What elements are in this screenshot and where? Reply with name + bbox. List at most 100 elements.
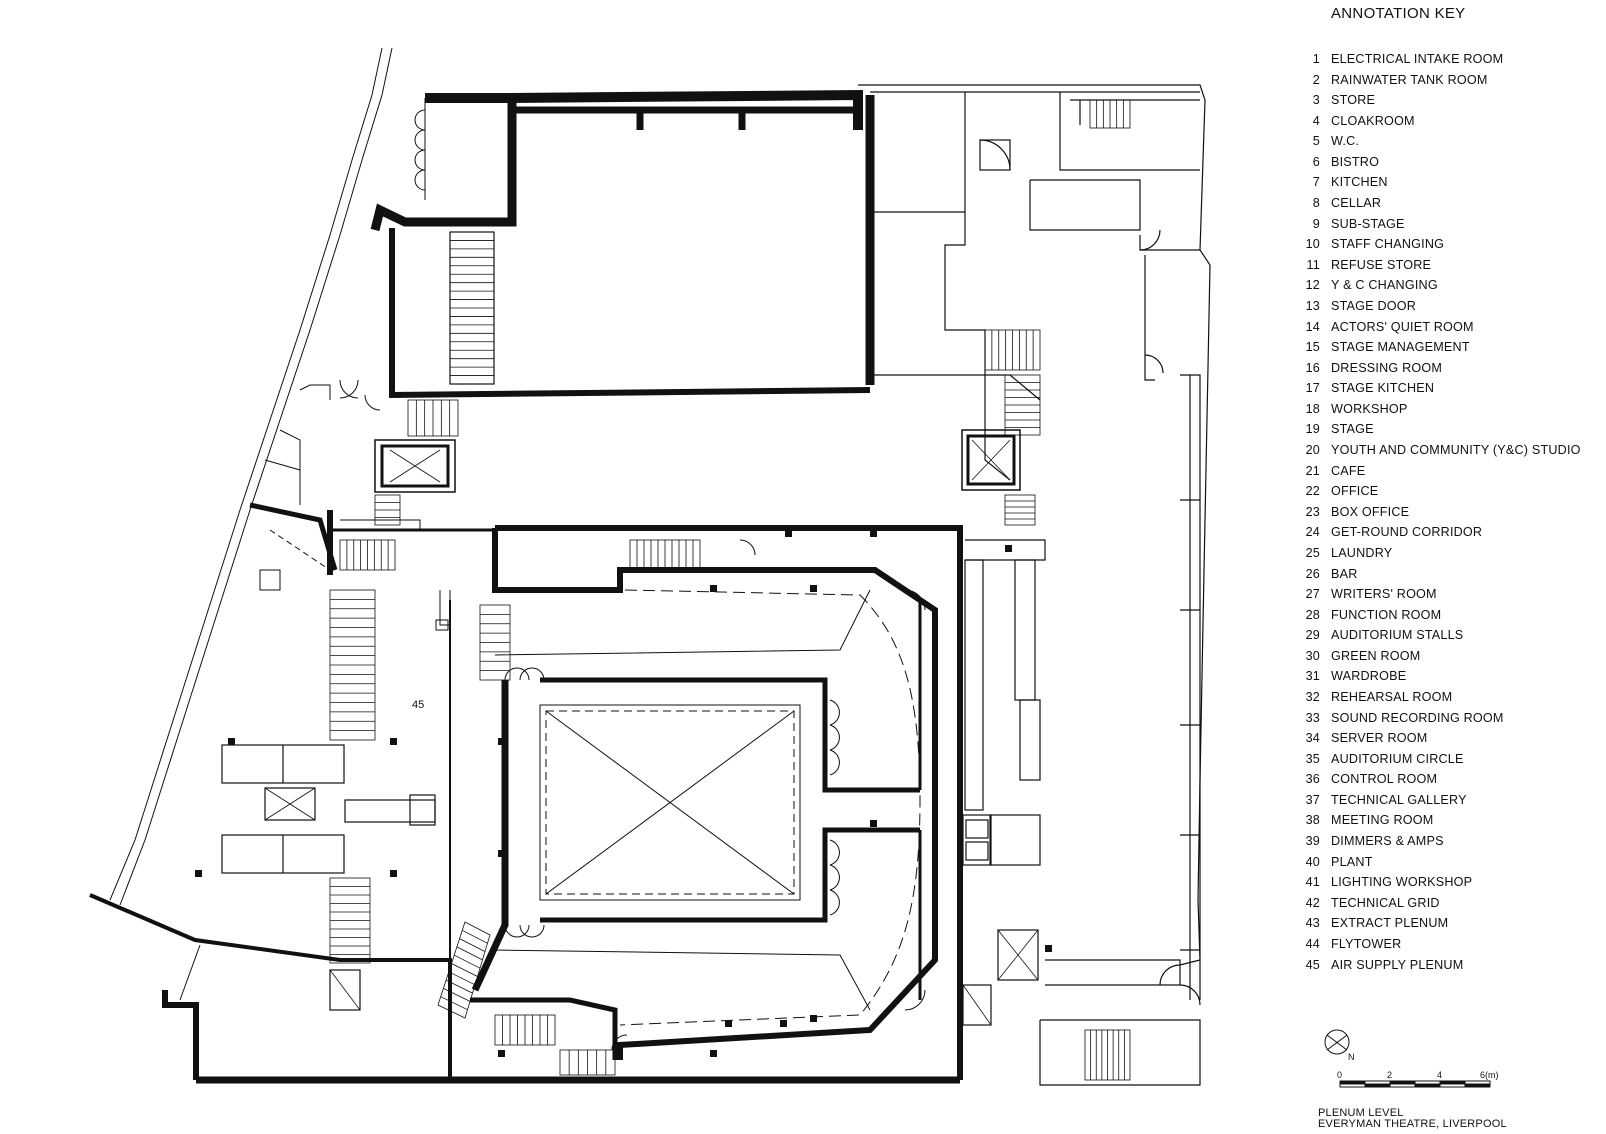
key-item-label: DIMMERS & AMPS	[1331, 834, 1444, 849]
key-item-number: 12	[1305, 278, 1320, 293]
key-item-number: 31	[1305, 669, 1320, 684]
auditorium-doors	[504, 539, 926, 1051]
key-item-label: TECHNICAL GALLERY	[1331, 792, 1467, 807]
key-item-number: 20	[1305, 443, 1320, 458]
key-item-number: 42	[1305, 895, 1320, 910]
key-item-label: WARDROBE	[1331, 669, 1407, 684]
north-compass	[1324, 1029, 1350, 1055]
room-label-45: 45	[412, 699, 424, 711]
scale-tick-2: 2	[1387, 1070, 1392, 1080]
key-item-number: 34	[1305, 731, 1320, 746]
flytower-walls	[370, 89, 875, 399]
key-item-number: 26	[1305, 566, 1320, 581]
key-item-number: 21	[1305, 463, 1320, 478]
key-item-number: 37	[1305, 792, 1320, 807]
key-item-label: STAFF CHANGING	[1331, 237, 1445, 252]
lift-east	[961, 429, 1021, 491]
street-edge	[109, 47, 393, 906]
east-service-strip	[962, 539, 1201, 1086]
key-item-number: 45	[1305, 957, 1320, 972]
west-block	[179, 379, 960, 1001]
stair-north	[339, 231, 495, 571]
key-item-label: EXTRACT PLENUM	[1331, 916, 1449, 931]
scale-tick-6m: 6(m)	[1480, 1070, 1499, 1080]
key-item-label: LIGHTING WORKSHOP	[1331, 875, 1473, 890]
key-item-label: AIR SUPPLY PLENUM	[1331, 957, 1464, 972]
key-item-number: 18	[1305, 401, 1320, 416]
key-item-number: 22	[1305, 484, 1320, 499]
key-item-number: 30	[1305, 648, 1320, 663]
key-item-label: STAGE DOOR	[1331, 298, 1417, 313]
key-item-label: RAINWATER TANK ROOM	[1331, 72, 1488, 87]
annotation-key-title: ANNOTATION KEY	[1331, 5, 1466, 22]
key-item-number: 40	[1305, 854, 1320, 869]
key-item-label: CELLAR	[1331, 196, 1382, 211]
key-item-number: 8	[1312, 196, 1320, 211]
key-item-number: 17	[1305, 381, 1320, 396]
key-item-number: 27	[1305, 587, 1320, 602]
key-item-label: FUNCTION ROOM	[1331, 607, 1442, 622]
key-item-number: 28	[1305, 607, 1320, 622]
stage-square	[539, 704, 801, 901]
key-item-number: 6	[1312, 154, 1320, 169]
auditorium-walls	[89, 502, 963, 1084]
key-item-number: 9	[1312, 216, 1320, 231]
key-item-label: SUB-STAGE	[1331, 216, 1405, 231]
key-item-number: 7	[1312, 175, 1320, 190]
key-item-label: Y & C CHANGING	[1331, 278, 1438, 293]
key-item-number: 15	[1305, 340, 1320, 355]
key-item-label: WRITERS' ROOM	[1331, 587, 1437, 602]
key-item-number: 35	[1305, 751, 1320, 766]
key-item-number: 1	[1312, 52, 1320, 66]
key-item-label: STAGE MANAGEMENT	[1331, 340, 1470, 355]
key-item-label: FLYTOWER	[1331, 936, 1402, 951]
plenum-stairs	[329, 589, 511, 1019]
key-item-label: SERVER ROOM	[1331, 731, 1428, 746]
key-item-label: STORE	[1331, 93, 1376, 108]
key-item-number: 13	[1305, 298, 1320, 313]
key-item-label: CLOAKROOM	[1331, 113, 1415, 128]
key-item-label: YOUTH AND COMMUNITY (Y&C) STUDIO	[1331, 443, 1581, 458]
gallery-inner-line	[494, 589, 871, 1011]
key-item-label: ELECTRICAL INTAKE ROOM	[1331, 52, 1504, 66]
key-item-label: AUDITORIUM CIRCLE	[1331, 751, 1464, 766]
key-item-label: MEETING ROOM	[1331, 813, 1434, 828]
key-item-number: 4	[1312, 113, 1320, 128]
key-item-number: 10	[1305, 237, 1320, 252]
scale-tick-4: 4	[1437, 1070, 1442, 1080]
key-item-number: 36	[1305, 772, 1320, 787]
key-item-number: 29	[1305, 628, 1320, 643]
key-item-number: 3	[1312, 93, 1320, 108]
key-item-label: BOX OFFICE	[1331, 504, 1410, 519]
key-item-number: 23	[1305, 504, 1320, 519]
columns	[195, 530, 1052, 1057]
scale-tick-0: 0	[1337, 1070, 1342, 1080]
key-item-number: 11	[1306, 257, 1320, 272]
key-item-number: 19	[1305, 422, 1320, 437]
key-item-label: CAFE	[1331, 463, 1366, 478]
key-item-number: 25	[1305, 545, 1320, 560]
key-item-label: BAR	[1331, 566, 1358, 581]
key-item-number: 16	[1305, 360, 1320, 375]
technical-gallery-track	[619, 589, 921, 1026]
key-item-label: ACTORS' QUIET ROOM	[1331, 319, 1474, 334]
caption-level: PLENUM LEVEL	[1318, 1107, 1404, 1119]
key-item-label: AUDITORIUM STALLS	[1331, 628, 1464, 643]
key-item-number: 32	[1305, 689, 1320, 704]
north-label: N	[1348, 1052, 1355, 1062]
stair-east	[494, 99, 1131, 1081]
key-item-label: CONTROL ROOM	[1331, 772, 1438, 787]
caption-building: EVERYMAN THEATRE, LIVERPOOL	[1318, 1118, 1507, 1130]
west-door-swings	[414, 98, 426, 200]
plant-units	[221, 744, 436, 1011]
key-item-number: 24	[1305, 525, 1320, 540]
key-item-label: PLANT	[1331, 854, 1373, 869]
key-item-number: 2	[1312, 72, 1320, 87]
key-item-number: 41	[1305, 875, 1320, 890]
key-item-label: SOUND RECORDING ROOM	[1331, 710, 1504, 725]
key-item-number: 39	[1305, 834, 1320, 849]
key-item-number: 5	[1312, 134, 1320, 149]
duct	[435, 590, 451, 631]
key-item-label: REHEARSAL ROOM	[1331, 689, 1453, 704]
